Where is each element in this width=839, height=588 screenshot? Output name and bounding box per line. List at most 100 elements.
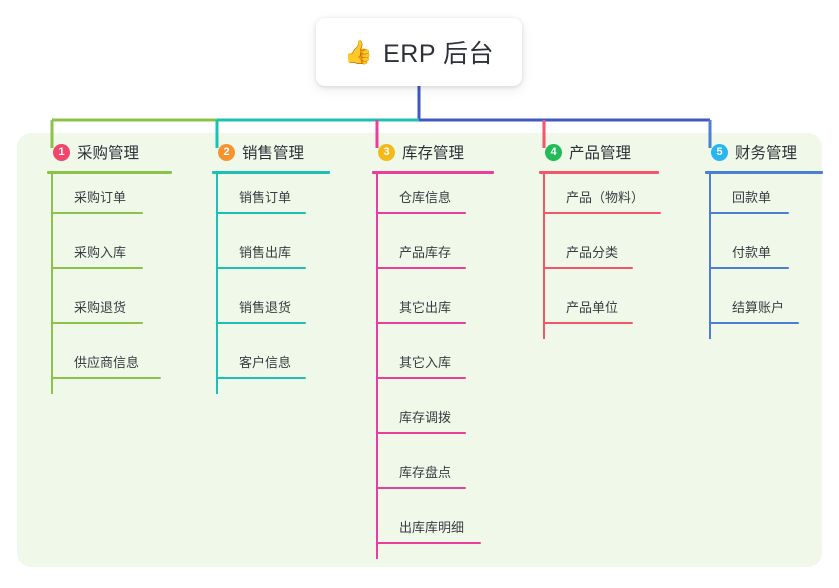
list-item-rule <box>709 212 789 214</box>
list-item[interactable]: 销售退货 <box>216 284 306 339</box>
list-item-label: 产品分类 <box>566 245 619 260</box>
list-item[interactable]: 采购退货 <box>51 284 143 339</box>
list-item-rule <box>216 377 306 379</box>
column-title: 销售管理 <box>242 145 305 162</box>
list-item[interactable]: 出库库明细 <box>376 504 481 559</box>
list-item-label: 出库库明细 <box>399 520 465 535</box>
column-header-rule <box>705 171 823 174</box>
column-badge-icon: 3 <box>378 143 395 161</box>
list-item[interactable]: 回款单 <box>709 174 789 229</box>
list-item-label: 采购退货 <box>74 300 127 315</box>
list-item-label: 付款单 <box>732 245 772 260</box>
list-item[interactable]: 库存调拨 <box>376 394 466 449</box>
column-header-3[interactable]: 3 库存管理 <box>362 133 527 171</box>
column-group: 1 采购管理采购订单采购入库采购退货供应商信息 2 销售管理销售订单销售出库销售退货客… <box>17 133 823 567</box>
list-item-rule <box>216 267 306 269</box>
list-item[interactable]: 客户信息 <box>216 339 306 394</box>
list-item-rule <box>376 542 481 544</box>
diagram-panel <box>17 133 822 567</box>
list-item-label: 供应商信息 <box>74 355 140 370</box>
list-item-rule <box>543 212 661 214</box>
list-item-rule <box>216 322 306 324</box>
column-badge-icon: 2 <box>218 143 235 161</box>
list-item[interactable]: 付款单 <box>709 229 789 284</box>
root-title-text: ERP 后台 <box>383 40 495 68</box>
list-item-rule <box>216 212 306 214</box>
list-item[interactable]: 产品单位 <box>543 284 633 339</box>
list-item-rule <box>376 212 466 214</box>
list-item-label: 销售订单 <box>239 190 292 205</box>
thumbs-up-icon: 👍 <box>343 38 374 65</box>
list-item[interactable]: 供应商信息 <box>51 339 161 394</box>
list-item-rule <box>376 432 466 434</box>
column-header-4[interactable]: 4 产品管理 <box>529 133 694 171</box>
column-spine <box>709 174 711 339</box>
root-node-card[interactable]: 👍 ERP 后台 <box>316 18 522 86</box>
list-item-label: 库存调拨 <box>399 410 452 425</box>
list-item-rule <box>543 322 633 324</box>
list-item-label: 回款单 <box>732 190 772 205</box>
column-badge-icon: 4 <box>545 143 562 161</box>
column-title: 库存管理 <box>402 145 465 162</box>
list-item[interactable]: 产品（物料） <box>543 174 661 229</box>
column-spine <box>216 174 218 394</box>
list-item-rule <box>376 487 466 489</box>
list-item-rule <box>376 322 466 324</box>
list-item[interactable]: 采购订单 <box>51 174 143 229</box>
list-item-rule <box>376 377 466 379</box>
column-3: 3 库存管理仓库信息产品库存其它出库其它入库库存调拨库存盘点出库库明细 <box>362 133 527 559</box>
list-item[interactable]: 销售订单 <box>216 174 306 229</box>
list-item-rule <box>51 212 143 214</box>
list-item-rule <box>709 267 789 269</box>
list-item-label: 其它出库 <box>399 300 452 315</box>
list-item[interactable]: 其它出库 <box>376 284 466 339</box>
column-spine <box>543 174 545 339</box>
list-item-rule <box>543 267 633 269</box>
column-badge-icon: 5 <box>711 143 728 161</box>
column-header-2[interactable]: 2 销售管理 <box>202 133 367 171</box>
list-item-label: 产品单位 <box>566 300 619 315</box>
list-item[interactable]: 其它入库 <box>376 339 466 394</box>
list-item-rule <box>51 267 143 269</box>
list-item-label: 销售出库 <box>239 245 292 260</box>
list-item-label: 产品（物料） <box>566 190 645 205</box>
list-item-rule <box>51 322 143 324</box>
list-item[interactable]: 产品分类 <box>543 229 633 284</box>
list-item[interactable]: 产品库存 <box>376 229 466 284</box>
column-header-rule <box>539 171 659 174</box>
column-header-1[interactable]: 1 采购管理 <box>37 133 202 171</box>
root-node-title: 👍 ERP 后台 <box>344 34 494 70</box>
list-item[interactable]: 仓库信息 <box>376 174 466 229</box>
column-title: 采购管理 <box>77 145 140 162</box>
list-item-label: 采购入库 <box>74 245 127 260</box>
list-item-rule <box>709 322 799 324</box>
column-spine <box>51 174 53 394</box>
list-item-label: 库存盘点 <box>399 465 452 480</box>
list-item-label: 其它入库 <box>399 355 452 370</box>
column-2: 2 销售管理销售订单销售出库销售退货客户信息 <box>202 133 367 394</box>
column-title: 产品管理 <box>569 145 632 162</box>
list-item[interactable]: 销售出库 <box>216 229 306 284</box>
list-item-label: 销售退货 <box>239 300 292 315</box>
column-1: 1 采购管理采购订单采购入库采购退货供应商信息 <box>37 133 202 394</box>
column-header-rule <box>372 171 494 174</box>
column-badge-icon: 1 <box>53 143 70 161</box>
list-item-rule <box>376 267 466 269</box>
list-item-label: 客户信息 <box>239 355 292 370</box>
column-spine <box>376 174 378 559</box>
list-item-label: 仓库信息 <box>399 190 452 205</box>
list-item-label: 采购订单 <box>74 190 127 205</box>
list-item[interactable]: 采购入库 <box>51 229 143 284</box>
column-header-rule <box>47 171 172 174</box>
list-item-rule <box>51 377 161 379</box>
list-item[interactable]: 结算账户 <box>709 284 799 339</box>
list-item-label: 结算账户 <box>732 300 785 315</box>
list-item-label: 产品库存 <box>399 245 452 260</box>
list-item[interactable]: 库存盘点 <box>376 449 466 504</box>
column-header-rule <box>212 171 330 174</box>
column-4: 4 产品管理产品（物料） 产品分类产品单位 <box>529 133 694 339</box>
